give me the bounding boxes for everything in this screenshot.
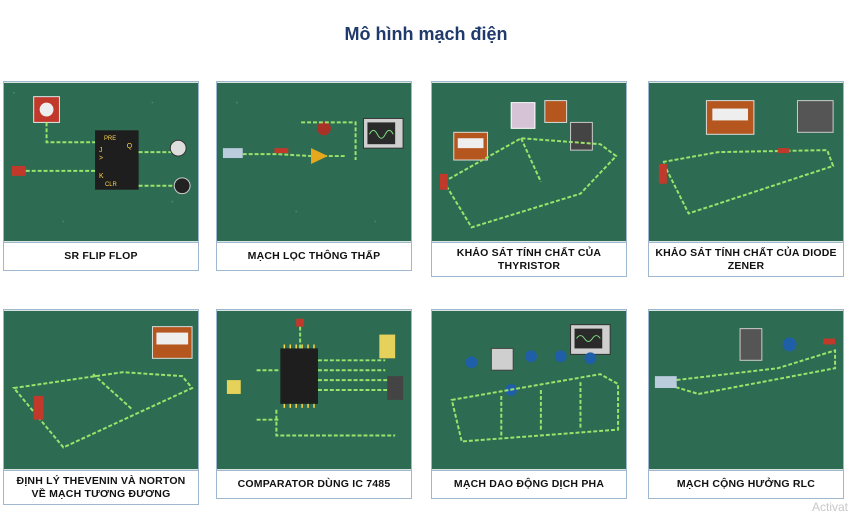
chip-label: K [99, 173, 104, 180]
card-title: MẠCH LỌC THÔNG THẤP [217, 242, 411, 270]
chip-label: > [99, 155, 103, 162]
card-title: MẠCH CỘNG HƯỞNG RLC [649, 470, 843, 498]
chip-label: Q [127, 143, 133, 150]
card-title: KHẢO SÁT TÍNH CHẤT CỦA DIODE ZENER [649, 242, 843, 276]
page-title: Mô hình mạch điện [344, 24, 508, 44]
circuit-thumbnail [432, 82, 626, 242]
card-sr-flip-flop[interactable]: PRE Q > J K CLR SR FLIP FLOP [3, 81, 199, 271]
card-low-pass-filter[interactable]: MẠCH LỌC THÔNG THẤP [216, 81, 412, 271]
circuit-thumbnail: PRE Q > J K CLR [4, 82, 198, 242]
card-thevenin-norton[interactable]: ĐỊNH LÝ THEVENIN VÀ NORTON VỀ MẠCH TƯƠNG… [3, 309, 199, 505]
windows-activation-watermark: Activat [811, 500, 848, 514]
card-rlc-resonance[interactable]: MẠCH CỘNG HƯỞNG RLC [648, 309, 844, 499]
circuit-thumbnail [4, 310, 198, 470]
card-title: ĐỊNH LÝ THEVENIN VÀ NORTON VỀ MẠCH TƯƠNG… [4, 470, 198, 504]
chip-label: PRE [104, 136, 116, 142]
card-title: KHẢO SÁT TÍNH CHẤT CỦA THYRISTOR [432, 242, 626, 276]
circuit-thumbnail [217, 82, 411, 242]
circuit-thumbnail [217, 310, 411, 470]
card-zener-diode[interactable]: KHẢO SÁT TÍNH CHẤT CỦA DIODE ZENER [648, 81, 844, 277]
card-title: COMPARATOR DÙNG IC 7485 [217, 470, 411, 498]
card-thyristor[interactable]: KHẢO SÁT TÍNH CHẤT CỦA THYRISTOR [431, 81, 627, 277]
card-comparator-7485[interactable]: COMPARATOR DÙNG IC 7485 [216, 309, 412, 499]
chip-label: CLR [105, 182, 117, 188]
card-title: MẠCH DAO ĐỘNG DỊCH PHA [432, 470, 626, 498]
circuit-thumbnail [649, 82, 843, 242]
circuit-thumbnail [432, 310, 626, 470]
card-title: SR FLIP FLOP [4, 242, 198, 270]
chip-label: J [99, 147, 102, 154]
circuit-thumbnail [649, 310, 843, 470]
card-phase-shift-oscillator[interactable]: MẠCH DAO ĐỘNG DỊCH PHA [431, 309, 627, 499]
